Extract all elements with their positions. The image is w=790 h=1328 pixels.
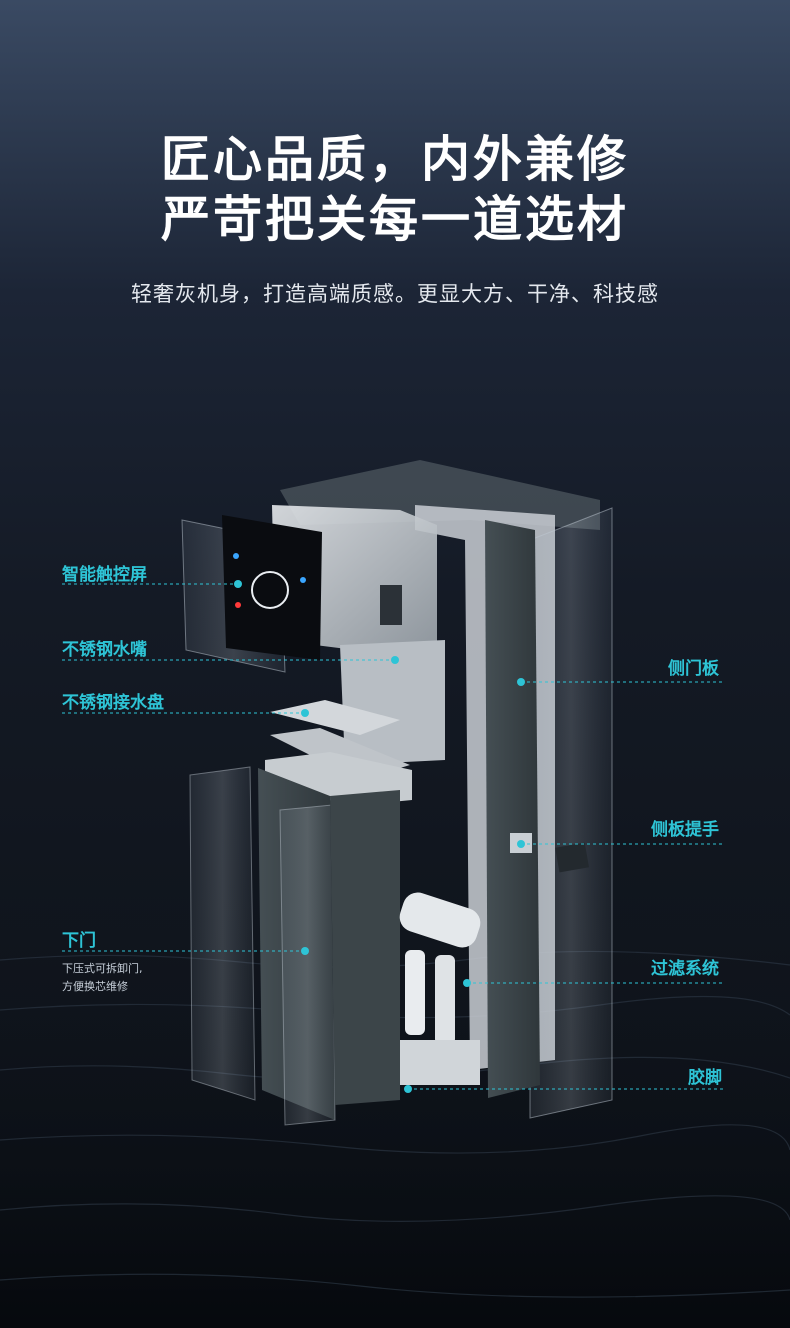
dot-lower-door [301, 947, 309, 955]
callout-lower-door: 下门 [62, 931, 96, 951]
filter-cartridges [399, 892, 481, 1045]
dot-faucet [391, 656, 399, 664]
dot-side-door [517, 678, 525, 686]
screen-icon-blue [233, 553, 239, 559]
headline-line-1: 匠心品质，内外兼修 [160, 131, 629, 188]
filter-base [400, 1040, 480, 1085]
dot-filter [463, 979, 471, 987]
housing-cutout [380, 585, 402, 625]
lower-door-glass [189, 766, 256, 1101]
subheadline: 轻奢灰机身，打造高端质感。更显大方、干净、科技感 [131, 282, 659, 306]
screen-icon-red [235, 602, 241, 608]
lower-door-edge [279, 804, 336, 1126]
callout-side-handle: 侧板提手 [651, 820, 719, 840]
touch-screen [222, 515, 322, 660]
callout-lower-door-note: 下压式可拆卸门, 方便换芯维修 [62, 960, 143, 996]
callout-filter-system: 过滤系统 [651, 959, 719, 979]
callout-side-door: 侧门板 [668, 659, 719, 679]
dot-side-handle [517, 840, 525, 848]
lower-door-note-line-2: 方便换芯维修 [62, 980, 128, 993]
drip-tray [270, 700, 400, 735]
side-glass-panel [529, 507, 613, 1119]
dot-touch-screen [234, 580, 242, 588]
callout-faucet: 不锈钢水嘴 [62, 640, 147, 660]
screen-display [251, 571, 289, 609]
callout-touch-screen: 智能触控屏 [62, 565, 147, 585]
side-vent [555, 842, 590, 873]
leader-lines [62, 583, 724, 1090]
lower-door-note-line-1: 下压式可拆卸门, [62, 962, 143, 975]
callout-foot: 胶脚 [688, 1068, 722, 1088]
screen-icon-blue-2 [300, 577, 306, 583]
tank-plate [340, 640, 445, 765]
leader-dots [234, 580, 525, 1093]
side-door-panel [485, 520, 540, 1098]
lower-door-front [330, 790, 400, 1105]
dot-foot [404, 1085, 412, 1093]
dot-drip-tray [301, 709, 309, 717]
headline-line-2: 严苛把关每一道选材 [160, 191, 629, 248]
callout-drip-tray: 不锈钢接水盘 [62, 693, 164, 713]
